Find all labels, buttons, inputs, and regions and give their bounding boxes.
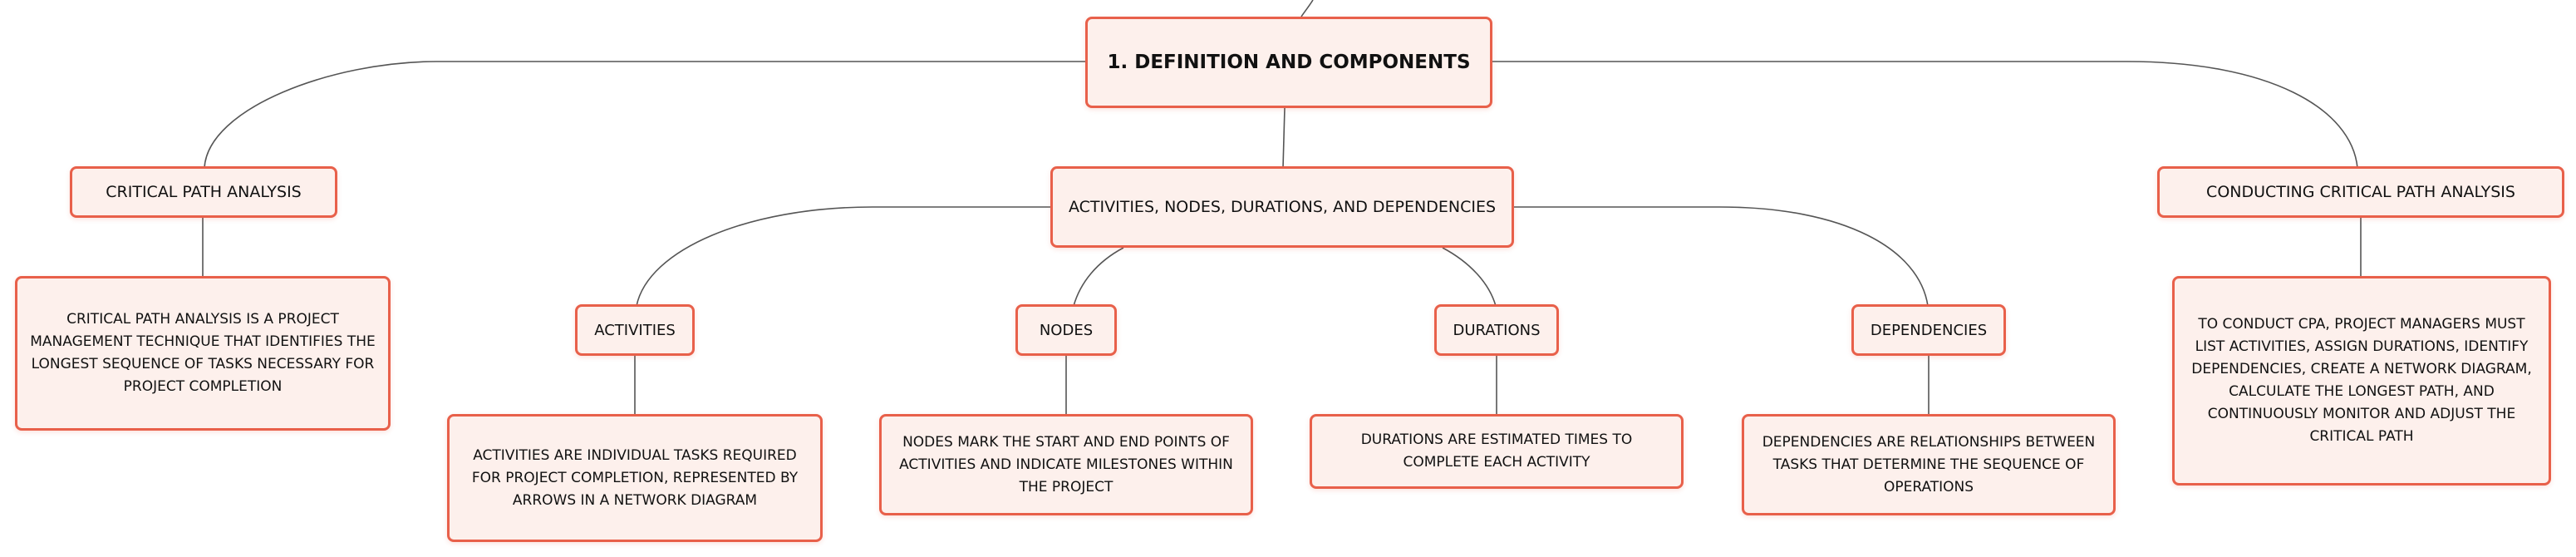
connector-parent-root xyxy=(1300,0,1314,17)
activities-description-text: ACTIVITIES ARE INDIVIDUAL TASKS REQUIRED… xyxy=(471,446,799,509)
nodes-description-text: NODES MARK THE START AND END POINTS OF A… xyxy=(899,433,1233,495)
subtopic-activities-label: ACTIVITIES xyxy=(594,321,676,339)
conducting-description[interactable]: TO CONDUCT CPA, PROJECT MANAGERS MUST LI… xyxy=(2172,276,2551,486)
activities-description[interactable]: ACTIVITIES ARE INDIVIDUAL TASKS REQUIRED… xyxy=(447,414,823,542)
subtopic-activities[interactable]: ACTIVITIES xyxy=(575,304,695,356)
connector-components-activities xyxy=(636,206,1052,307)
connector-root-conducting xyxy=(1492,61,2358,169)
subtopic-durations[interactable]: DURATIONS xyxy=(1434,304,1559,356)
subtopic-nodes-label: NODES xyxy=(1039,321,1094,339)
subtopic-durations-label: DURATIONS xyxy=(1453,321,1541,339)
topic-components[interactable]: ACTIVITIES, NODES, DURATIONS, AND DEPEND… xyxy=(1050,166,1514,248)
root-node[interactable]: 1. DEFINITION AND COMPONENTS xyxy=(1085,17,1492,108)
topic-conducting-critical-path-analysis[interactable]: CONDUCTING CRITICAL PATH ANALYSIS xyxy=(2157,166,2564,218)
connector-components-durations xyxy=(1442,247,1497,307)
conducting-description-text: TO CONDUCT CPA, PROJECT MANAGERS MUST LI… xyxy=(2191,316,2532,445)
critical-path-analysis-description-text: CRITICAL PATH ANALYSIS IS A PROJECT MANA… xyxy=(30,311,376,395)
connector-components-dependencies xyxy=(1512,206,1929,307)
durations-description-text: DURATIONS ARE ESTIMATED TIMES TO COMPLET… xyxy=(1360,431,1633,471)
critical-path-analysis-description[interactable]: CRITICAL PATH ANALYSIS IS A PROJECT MANA… xyxy=(15,276,391,431)
subtopic-dependencies[interactable]: DEPENDENCIES xyxy=(1851,304,2006,356)
topic-critical-path-analysis-label: CRITICAL PATH ANALYSIS xyxy=(106,183,302,201)
subtopic-nodes[interactable]: NODES xyxy=(1015,304,1117,356)
topic-critical-path-analysis[interactable]: CRITICAL PATH ANALYSIS xyxy=(70,166,337,218)
dependencies-description[interactable]: DEPENDENCIES ARE RELATIONSHIPS BETWEEN T… xyxy=(1742,414,2116,515)
connector-components-nodes xyxy=(1073,247,1124,307)
dependencies-description-text: DEPENDENCIES ARE RELATIONSHIPS BETWEEN T… xyxy=(1762,433,2096,495)
durations-description[interactable]: DURATIONS ARE ESTIMATED TIMES TO COMPLET… xyxy=(1310,414,1684,489)
connector-root-components xyxy=(1282,107,1286,169)
root-label: 1. DEFINITION AND COMPONENTS xyxy=(1107,52,1471,73)
topic-components-label: ACTIVITIES, NODES, DURATIONS, AND DEPEND… xyxy=(1068,198,1497,216)
subtopic-dependencies-label: DEPENDENCIES xyxy=(1870,321,1988,339)
nodes-description[interactable]: NODES MARK THE START AND END POINTS OF A… xyxy=(879,414,1253,515)
connector-root-critical-path xyxy=(204,61,1085,169)
topic-conducting-label: CONDUCTING CRITICAL PATH ANALYSIS xyxy=(2206,183,2515,201)
